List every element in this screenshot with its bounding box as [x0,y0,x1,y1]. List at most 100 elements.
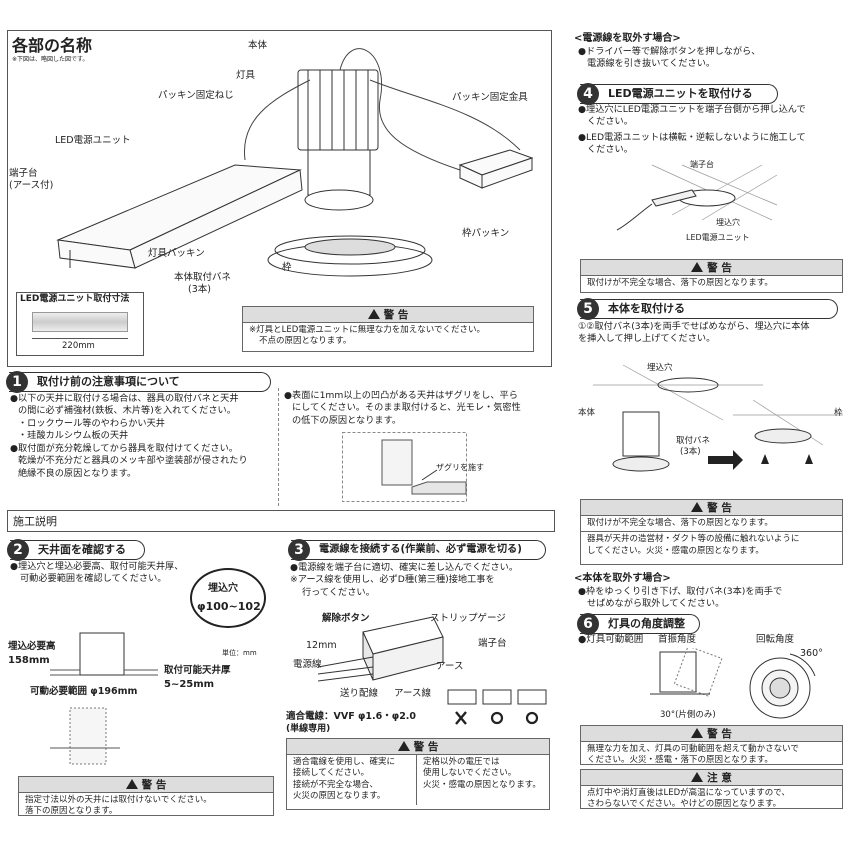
remove-body-text: ●枠をゆっくり引き下げ、取付バネ(3本)を両手でせばめながら取外してください。 [578,586,783,610]
s3-text: ●電源線を端子台に適切、確実に差し込んでください。※アース線を使用し、必ずD種(… [290,562,519,598]
remove-wire-title: <電源線を取外す場合> [574,33,681,44]
label-body: 本体 [248,40,268,51]
s4-terminal-label: 端子台 [690,160,714,169]
zaguri-illustration [342,432,467,502]
parts-panel [7,30,552,367]
wire-spec2: (単線専用) [286,724,331,734]
s1-text-right: ●表面に1mm以上の凹凸がある天井はザグリをし、平らにしてください。そのまま取付… [284,390,521,426]
parts-note: ※下図は、略図した図です。 [12,56,89,63]
terminal-label: 端子台 [478,638,507,649]
warning-triangle-icon [691,728,704,738]
warning-triangle-icon [397,741,410,751]
s4-illustration [616,164,778,231]
thickness-value: 5~25mm [164,679,215,690]
s6-deg360: 360° [800,648,823,659]
label-bracket: パッキン固定金具 [452,92,528,103]
thickness-label: 取付可能天井厚 [164,665,231,676]
s5-body-label: 本体 [578,408,596,418]
power-label: 電源線 [293,659,322,670]
s5-spring-n: (3本) [680,447,701,457]
wire-spec: 適合電線：VVF φ1.6・φ2.0 [286,711,417,722]
label-frame: 枠 [282,262,292,273]
s1-header: 取付け前の注意事項について [9,372,271,392]
s4-warning: 警 告 取付けが不完全な場合、落下の原因となります。 [580,259,843,293]
feed-label: 送り配線 [340,688,379,699]
range-label: 可動必要範囲 φ196mm [30,686,138,697]
warning-triangle-icon [691,772,704,782]
s6-header: 灯具の角度調整 [580,614,700,634]
hole-label: 埋込穴 [208,583,238,594]
s5-text: ①②取付バネ(3本)を両手でせばめながら、埋込穴に本体を挿入して押し上げてくださ… [578,321,810,345]
hole-dim: φ100~102 [197,600,261,613]
s5-number: 5 [577,298,599,320]
construction-bar [7,510,555,532]
s3-header: 電源線を接続する(作業前、必ず電源を切る) [291,540,546,560]
warning-triangle-icon [367,309,380,319]
remove-wire-text: ●ドライバー等で解除ボタンを押しながら、電源線を引き抜いてください。 [578,46,761,70]
label-frame-packing: 枠パッキン [462,228,510,239]
parts-title: 各部の名称 [12,36,93,55]
s5-frame-label: 枠 [834,408,843,418]
arrow-up-icon [761,454,769,464]
s4-header: LED電源ユニットを取付ける [580,84,778,104]
s6-sub: ●灯具可動範囲 [578,634,644,645]
s2-header: 天井面を確認する [10,540,145,560]
warning-triangle-icon [125,779,138,789]
embed-height-value: 158mm [8,655,50,666]
s6-warning: 警 告 無理な力を加え、灯具の可動範囲を超えて動かさないでください。火災・感電・… [580,725,843,765]
unit-label: 単位：mm [222,649,257,657]
parts-warning: 警 告 ※灯具とLED電源ユニットに無理な力を加えないでください。不点の原因とな… [242,306,534,352]
release-label: 解除ボタン [322,613,370,624]
s2-warning: 警 告 指定寸法以外の天井には取付けないでください。落下の原因となります。 [18,776,274,816]
s5-warning: 警 告 取付けが不完全な場合、落下の原因となります。 器具が天井の造営材・ダクト… [580,499,843,565]
warning-triangle-icon [691,502,704,512]
s6-illustration [650,648,816,719]
fixture-illustration [56,48,534,277]
led-dim-value: 220mm [62,341,95,351]
s5-spring-label: 取付バネ [676,436,711,446]
label-earth: (アース付) [9,180,54,191]
zaguri-label: ザグリを施す [436,463,484,472]
s6-number: 6 [577,613,599,635]
ok-circle-icon [525,711,539,725]
label-spring-n: (3本) [188,284,211,295]
terminal-block-drawing [318,616,444,682]
label-lamp: 灯具 [236,70,256,81]
label-screw: パッキン固定ねじ [158,90,234,101]
s5-header: 本体を取付ける [580,299,838,319]
s6-rot-label: 回転角度 [756,634,795,645]
s4-text: ●埋込穴にLED電源ユニットを端子台側から押し込んでください。 ●LED電源ユニ… [578,104,806,156]
ok-circle-icon [490,711,504,725]
mm-label: 12mm [306,640,337,651]
label-terminal: 端子台 [9,168,38,179]
earth-label: アース [436,661,464,672]
label-spring: 本体取付バネ [174,272,232,283]
construction-title: 施工説明 [13,515,57,528]
s3-warning: 警 告 適合電線を使用し、確実に接続してください。接続が不完全な場合、火災の原因… [286,738,550,810]
s6-caution: 注 意 点灯中や消灯直後はLEDが高温になっていますので、さわらないでください。… [580,769,843,809]
s6-deg30: 30°(片側のみ) [660,710,716,720]
s5-hole-label: 埋込穴 [647,363,673,373]
s4-unit-label: LED電源ユニット [686,233,750,242]
remove-body-title: <本体を取外す場合> [574,573,671,584]
warning-triangle-icon [691,262,704,272]
hole-circle [190,568,266,628]
ng-cross-icon [455,711,467,725]
s4-hole-label: 埋込穴 [716,218,740,227]
label-packing: 灯具パッキン [148,248,205,259]
label-led-unit: LED電源ユニット [55,135,131,146]
ceiling-diagram [50,632,158,765]
s4-number: 4 [577,83,599,105]
body-drawing [267,69,433,277]
strip-label: ストリップゲージ [430,613,506,624]
s2-text: ●埋込穴と埋込必要高、取付可能天井厚、可動必要範囲を確認してください。 [10,561,184,585]
s5-illustration [593,364,843,472]
led-dim-title: LED電源ユニット取付寸法 [20,294,130,304]
earth-line-label: アース線 [394,688,431,699]
s3-number: 3 [288,539,310,561]
s1-text-left: ●以下の天井に取付ける場合は、器具の取付バネと天井の間に必ず補強材(鉄板、木片等… [10,393,248,479]
s1-number: 1 [6,371,28,393]
embed-height-label: 埋込必要高 [8,641,56,652]
led-dim-bar [32,312,128,332]
s2-number: 2 [7,539,29,561]
